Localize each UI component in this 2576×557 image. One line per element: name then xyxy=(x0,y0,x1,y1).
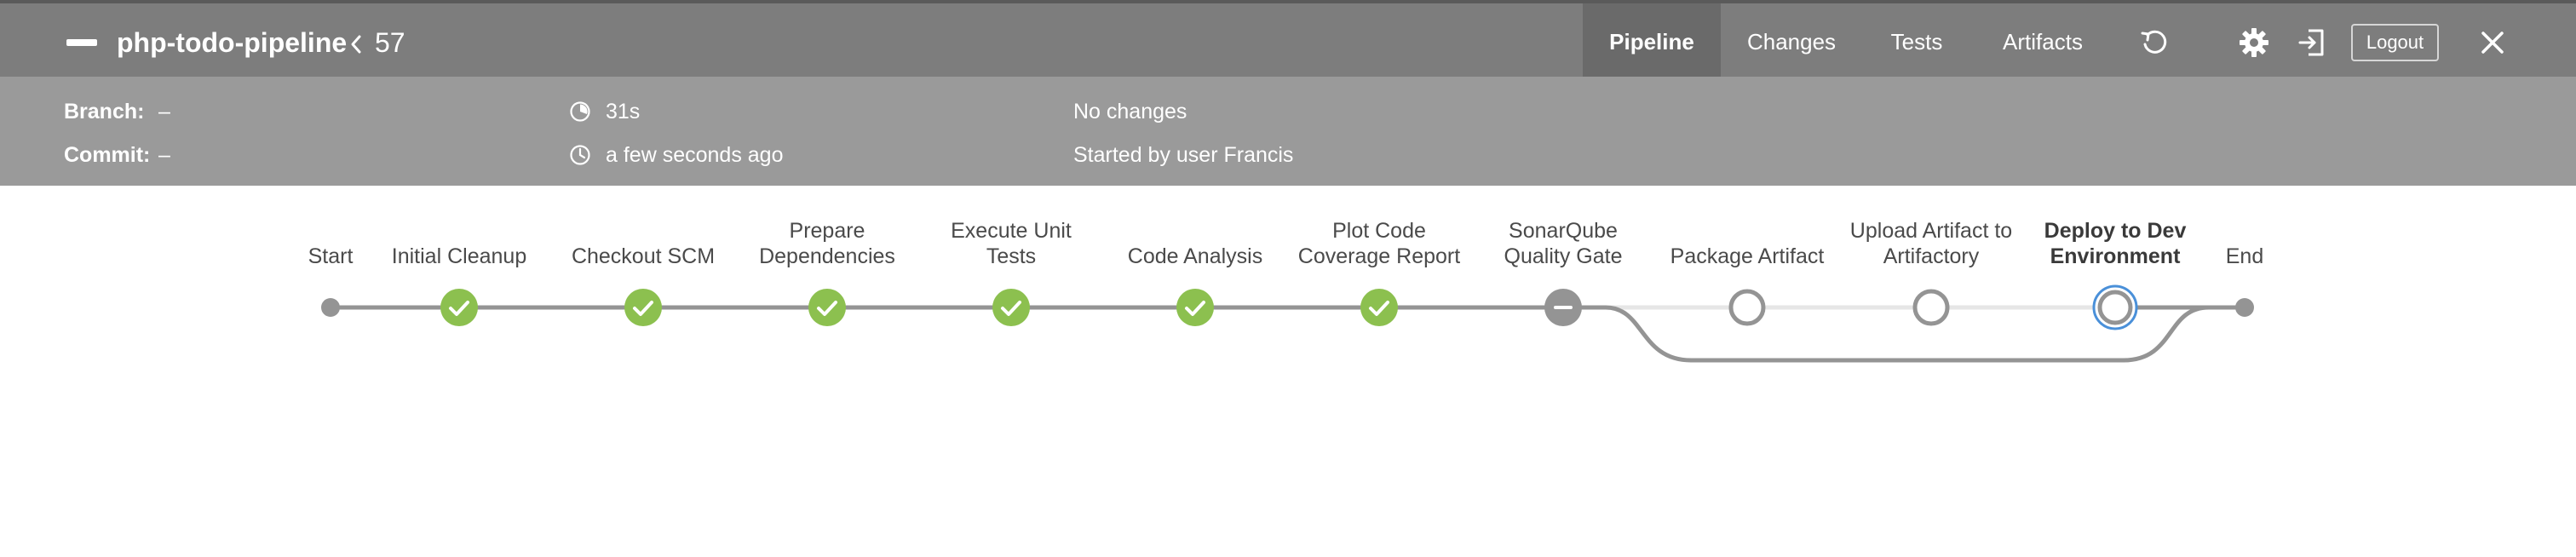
stage-node-initial-cleanup[interactable] xyxy=(440,289,478,326)
close-icon xyxy=(2481,32,2504,54)
check-icon xyxy=(817,301,837,316)
stage-node-end xyxy=(2235,298,2254,317)
duration: 31s xyxy=(606,100,641,123)
stage-label-line: Package Artifact xyxy=(1670,244,1825,268)
stage-node-execute-unit-tests[interactable] xyxy=(992,289,1030,326)
branch-value: – xyxy=(158,100,170,123)
stage-node-upload-artifact-to-artifactory[interactable] xyxy=(1912,289,1950,326)
stage-label-package-artifact[interactable]: Package Artifact xyxy=(1670,244,1825,269)
stage-label-line: Deploy to Dev xyxy=(2044,219,2187,243)
endpoint-dot xyxy=(2235,298,2254,317)
stage-node-checkout-scm[interactable] xyxy=(624,289,662,326)
replay-button[interactable] xyxy=(2136,25,2172,60)
stage-label-end: End xyxy=(2226,244,2263,269)
stage-label-start: Start xyxy=(308,244,354,269)
commit-label: Commit: xyxy=(64,143,151,167)
stage-node-package-artifact[interactable] xyxy=(1728,289,1766,326)
check-icon xyxy=(633,301,653,316)
stage-node-sonarqube-quality-gate[interactable] xyxy=(1544,289,1582,326)
stage-label-line: End xyxy=(2225,244,2264,268)
stage-label-line: Environment xyxy=(2050,244,2181,268)
commit-value: – xyxy=(158,143,170,167)
success-circle xyxy=(1360,289,1398,326)
branch-label: Branch: xyxy=(64,100,145,123)
check-icon xyxy=(1185,301,1205,316)
started-by: Started by user Francis xyxy=(1073,143,1294,167)
connector-bypass xyxy=(1561,305,2247,363)
check-icon xyxy=(1001,301,1021,316)
exit-icon xyxy=(2298,29,2324,56)
stage-label-checkout-scm[interactable]: Checkout SCM xyxy=(572,244,715,269)
tab-pipeline[interactable]: Pipeline xyxy=(1583,3,1721,80)
check-icon xyxy=(449,301,469,316)
stage-label-line: Execute Unit xyxy=(951,219,1072,243)
duration-icon xyxy=(570,101,590,122)
changes-summary: No changes xyxy=(1073,100,1187,123)
tab-tests[interactable]: Tests xyxy=(1890,28,1943,55)
status-dash-icon xyxy=(66,39,97,46)
success-circle xyxy=(992,289,1030,326)
stage-label-line: Tests xyxy=(986,244,1037,268)
not-built-circle xyxy=(1728,289,1766,326)
check-icon xyxy=(1369,301,1389,316)
close-button[interactable] xyxy=(2475,25,2510,60)
not-built-circle xyxy=(1912,289,1950,326)
stage-label-line: Artifactory xyxy=(1883,244,1980,268)
success-circle xyxy=(440,289,478,326)
stage-label-line: Dependencies xyxy=(759,244,895,268)
pipeline-name[interactable]: php-todo-pipeline xyxy=(117,27,348,58)
stage-label-initial-cleanup[interactable]: Initial Cleanup xyxy=(392,244,526,269)
run-number: 57 xyxy=(375,27,405,58)
endpoint-dot xyxy=(321,298,340,317)
gear-icon xyxy=(2240,28,2268,57)
stage-node-prepare-dependencies[interactable] xyxy=(808,289,846,326)
success-circle xyxy=(808,289,846,326)
tab-artifacts[interactable]: Artifacts xyxy=(2003,28,2083,55)
success-circle xyxy=(1176,289,1214,326)
success-circle xyxy=(624,289,662,326)
stage-label-line: Upload Artifact to xyxy=(1849,219,2013,243)
stage-node-start xyxy=(321,298,340,317)
chevron-left-icon xyxy=(351,35,361,54)
pipeline-header: php-todo-pipeline 57 Pipeline Changes Te… xyxy=(0,0,2576,80)
exit-classic-button[interactable] xyxy=(2294,25,2330,60)
clock-icon xyxy=(570,145,590,165)
stage-label-line: Code Analysis xyxy=(1127,244,1263,268)
stage-label-code-analysis[interactable]: Code Analysis xyxy=(1128,244,1262,269)
stage-label-line: Plot Code xyxy=(1332,219,1426,243)
stage-label-line: Coverage Report xyxy=(1297,244,1461,268)
stage-node-deploy-to-dev-environment[interactable] xyxy=(2092,284,2138,330)
not-built-circle xyxy=(2097,290,2133,325)
stage-label-line: Initial Cleanup xyxy=(391,244,527,268)
stage-node-plot-code-coverage-report[interactable] xyxy=(1360,289,1398,326)
stage-label-line: Start xyxy=(308,244,354,268)
stage-label-line: Checkout SCM xyxy=(571,244,716,268)
pipeline-graph-svg xyxy=(321,284,2254,363)
replay-icon xyxy=(2141,30,2167,54)
start-time: a few seconds ago xyxy=(606,143,784,167)
stage-label-line: SonarQube xyxy=(1509,219,1618,243)
settings-button[interactable] xyxy=(2236,25,2272,60)
stage-label-line: Quality Gate xyxy=(1504,244,1623,268)
logout-button[interactable]: Logout xyxy=(2351,24,2439,61)
tab-changes[interactable]: Changes xyxy=(1746,28,1837,55)
stage-label-line: Prepare xyxy=(789,219,865,243)
stage-node-code-analysis[interactable] xyxy=(1176,289,1214,326)
run-summary: Branch: – Commit: – 31s a few seconds ag… xyxy=(0,77,2576,186)
